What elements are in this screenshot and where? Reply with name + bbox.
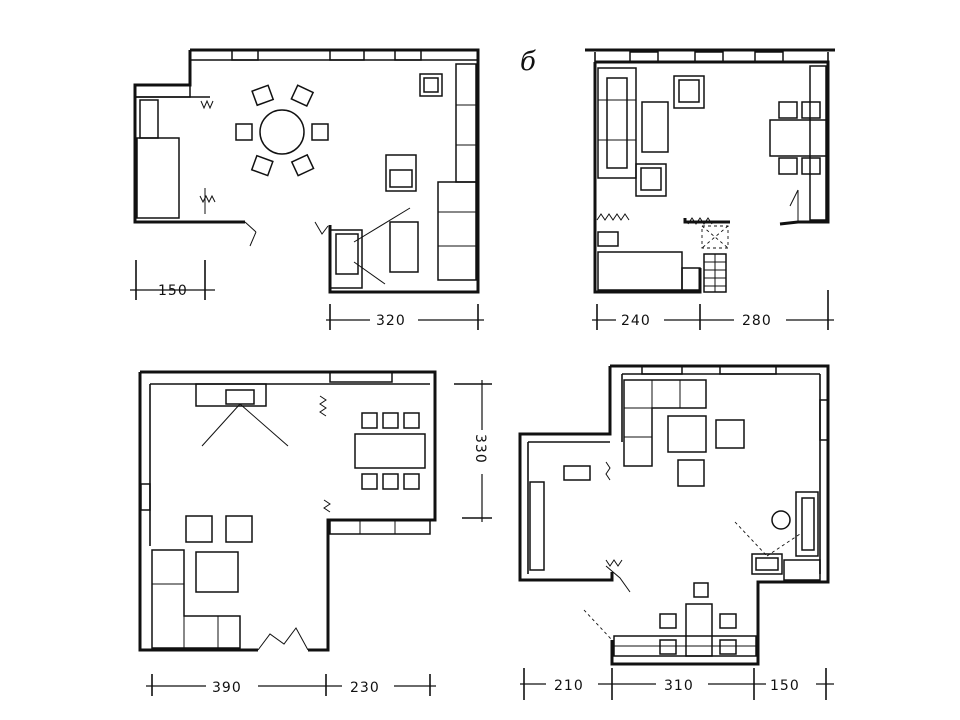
dimension-210-310-150: 210 310 150	[520, 668, 834, 700]
plan-top-right: 240 280	[585, 48, 835, 330]
dimension-label: 320	[376, 313, 406, 329]
dimension-label: 150	[770, 678, 800, 694]
dimension-label: 210	[554, 678, 584, 694]
plan-top-left: 150 320	[130, 48, 484, 330]
dimension-330: 330	[454, 380, 492, 522]
dimension-390-230: 390 230	[146, 674, 436, 696]
dimension-label: 240	[621, 313, 651, 329]
dimension-label: 280	[742, 313, 772, 329]
dimension-label: 390	[212, 680, 242, 696]
dimension-150: 150	[130, 260, 215, 300]
dimension-240-280: 240 280	[592, 290, 834, 330]
plan-bottom-right: 210 310 150	[518, 364, 834, 700]
sheet-label: б	[520, 47, 536, 77]
dimension-label: 310	[664, 678, 694, 694]
dimension-label: 230	[350, 680, 380, 696]
dimension-label: 330	[472, 434, 488, 464]
dimension-label: 150	[158, 283, 188, 299]
plan-bottom-left: 390 230 330	[138, 370, 492, 696]
dimension-320: 320	[326, 304, 484, 330]
